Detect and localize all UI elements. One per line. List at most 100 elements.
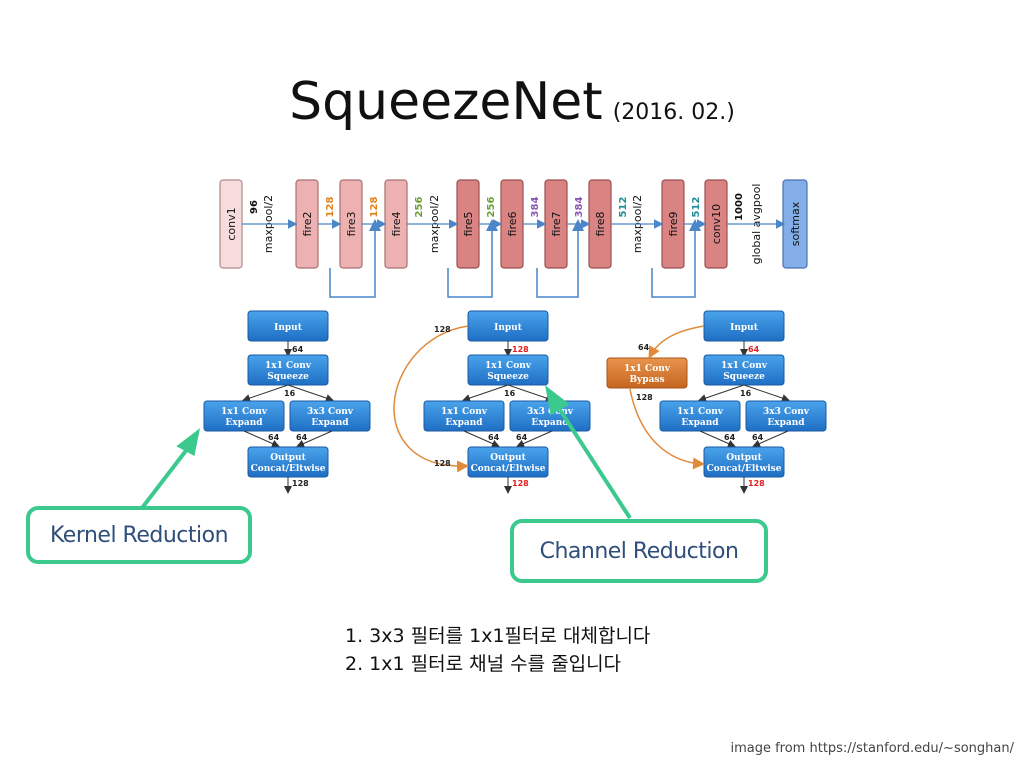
svg-text:Expand: Expand — [225, 418, 263, 428]
svg-text:Concat/Eltwise: Concat/Eltwise — [471, 464, 546, 474]
svg-text:Output: Output — [270, 453, 306, 463]
dim-label: 128 — [434, 325, 451, 334]
input-block: Input — [467, 310, 549, 342]
svg-text:128: 128 — [325, 197, 336, 218]
dim-label: 64 — [638, 343, 650, 352]
svg-text:Squeeze: Squeeze — [267, 372, 309, 382]
bypass-out-curve — [629, 388, 705, 470]
notes-list: 1. 3x3 필터를 1x1필터로 대체합니다 2. 1x1 필터로 채널 수를… — [345, 622, 650, 678]
svg-text:1x1 Conv: 1x1 Conv — [485, 361, 532, 371]
image-credit: image from https://stanford.edu/~songhan… — [730, 741, 1014, 756]
kernel-reduction-callout: Kernel Reduction — [26, 506, 252, 564]
pipeline-item-96: 96 — [249, 200, 260, 214]
svg-text:Concat/Eltwise: Concat/Eltwise — [707, 464, 782, 474]
pipeline-item-512: 512 — [618, 197, 629, 218]
dim-label: 16 — [504, 389, 516, 398]
svg-text:Bypass: Bypass — [629, 375, 664, 385]
callout-arrows — [140, 385, 632, 520]
dim-label: 64 — [488, 433, 500, 442]
note-item-2: 2. 1x1 필터로 채널 수를 줄입니다 — [345, 653, 622, 675]
svg-text:1x1 Conv: 1x1 Conv — [721, 361, 768, 371]
svg-text:fire4: fire4 — [390, 212, 403, 237]
svg-text:fire8: fire8 — [594, 212, 607, 237]
pipeline-item-fire2: fire2 — [295, 179, 319, 269]
pipeline-item-384: 384 — [574, 197, 585, 218]
svg-text:Input: Input — [730, 323, 759, 333]
svg-text:384: 384 — [574, 197, 585, 218]
svg-text:Input: Input — [494, 323, 523, 333]
bypass-connections — [329, 219, 701, 298]
svg-text:512: 512 — [691, 197, 702, 218]
title-date: (2016. 02.) — [612, 100, 735, 125]
pipeline-item-softmax: softmax — [782, 179, 808, 269]
dim-label: 128 — [434, 459, 451, 468]
dim-label: 16 — [740, 389, 752, 398]
svg-text:Squeeze: Squeeze — [723, 372, 765, 382]
pipeline-item-fire6: fire6 — [500, 179, 524, 269]
svg-text:1x1 Conv: 1x1 Conv — [441, 407, 488, 417]
svg-text:fire2: fire2 — [301, 212, 314, 237]
svg-text:128: 128 — [369, 197, 380, 218]
svg-text:256: 256 — [486, 197, 497, 218]
pipeline-item-fire4: fire4 — [384, 179, 408, 269]
slide-title: SqueezeNet (2016. 02.) — [0, 72, 1024, 132]
svg-text:256: 256 — [414, 197, 425, 218]
dim-label: 64 — [516, 433, 528, 442]
svg-text:1x1 Conv: 1x1 Conv — [265, 361, 312, 371]
svg-text:96: 96 — [249, 200, 260, 214]
svg-text:1x1 Conv: 1x1 Conv — [677, 407, 724, 417]
pipeline-item-conv10: conv10 — [704, 179, 728, 269]
pipeline-item-fire3: fire3 — [339, 179, 363, 269]
svg-text:3x3 Conv: 3x3 Conv — [763, 407, 810, 417]
channel-reduction-callout: Channel Reduction — [510, 519, 768, 583]
title-main: SqueezeNet — [289, 72, 603, 132]
pipeline-item-128: 128 — [369, 197, 380, 218]
dim-label: 64 — [292, 345, 304, 354]
svg-text:Expand: Expand — [445, 418, 483, 428]
pipeline-item-384: 384 — [530, 197, 541, 218]
svg-text:fire5: fire5 — [462, 212, 475, 237]
pipeline-item-fire8: fire8 — [588, 179, 612, 269]
svg-text:softmax: softmax — [789, 201, 802, 246]
dim-label: 128 — [636, 393, 653, 402]
dim-label: 16 — [284, 389, 296, 398]
dim-label: 128 — [512, 345, 529, 354]
svg-text:Expand: Expand — [767, 418, 805, 428]
svg-text:1x1 Conv: 1x1 Conv — [624, 364, 671, 374]
bypass-in-curve — [648, 325, 705, 359]
pipeline-item-fire5: fire5 — [456, 179, 480, 269]
svg-text:1x1 Conv: 1x1 Conv — [221, 407, 268, 417]
dim-label: 64 — [748, 345, 760, 354]
svg-text:conv1: conv1 — [225, 207, 238, 240]
svg-text:1000: 1000 — [734, 193, 745, 221]
pipeline-item-1000: 1000 — [734, 193, 745, 221]
svg-text:Input: Input — [274, 323, 303, 333]
svg-text:384: 384 — [530, 197, 541, 218]
svg-text:fire9: fire9 — [667, 212, 680, 237]
pipeline-item-fire9: fire9 — [661, 179, 685, 269]
dim-label: 128 — [748, 479, 765, 488]
dim-label: 64 — [752, 433, 764, 442]
channel-reduction-label: Channel Reduction — [539, 538, 739, 564]
dim-label: 64 — [296, 433, 308, 442]
pipeline-item-conv1: conv1 — [219, 179, 243, 269]
svg-text:Expand: Expand — [531, 418, 569, 428]
pipeline-item-256: 256 — [414, 197, 425, 218]
simple-bypass-curve — [393, 325, 469, 473]
note-item-1: 1. 3x3 필터를 1x1필터로 대체합니다 — [345, 625, 651, 647]
